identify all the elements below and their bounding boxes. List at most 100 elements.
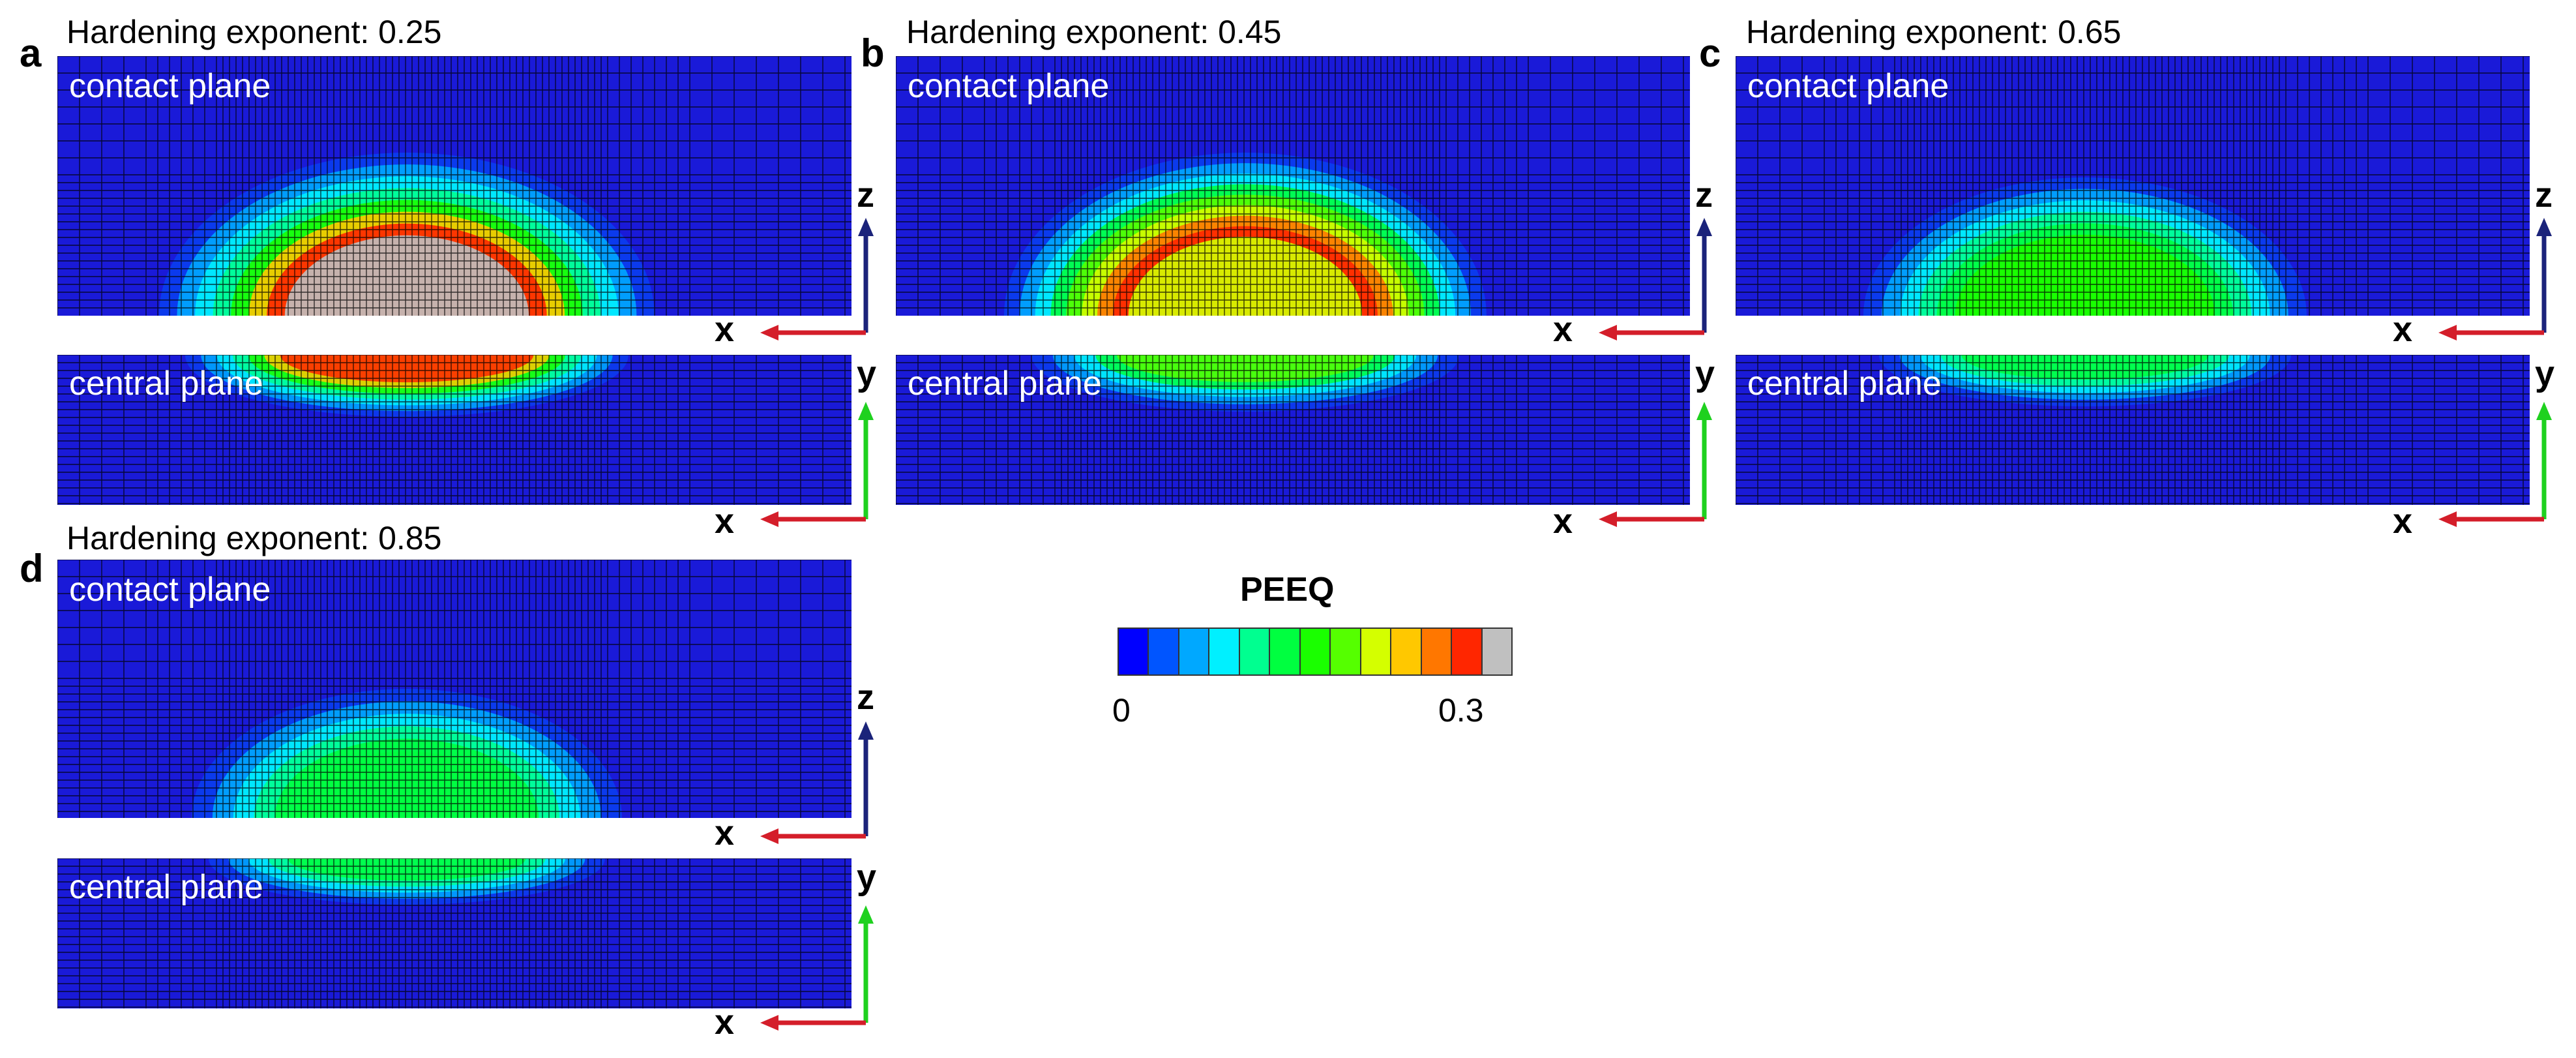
axis-triad-contact — [760, 721, 874, 844]
panel-letter: b — [861, 31, 885, 75]
z-arrow-icon — [1696, 218, 1712, 236]
strain-contour — [295, 751, 518, 818]
mesh-grid — [896, 355, 1690, 505]
contact-plane-field — [57, 560, 851, 818]
strain-contour — [284, 235, 529, 316]
y-axis-label: y — [2535, 354, 2555, 393]
strain-contour — [288, 858, 526, 881]
central-plane-field — [57, 858, 851, 1008]
legend-color-cell — [1391, 629, 1422, 674]
panel-title: Hardening exponent: 0.85 — [67, 520, 442, 556]
legend-color-cell — [1119, 629, 1149, 674]
panel-title: Hardening exponent: 0.65 — [1746, 14, 2122, 50]
panel-letter: a — [20, 31, 42, 75]
z-arrow-icon — [2536, 218, 2552, 236]
axis-triad-central — [760, 905, 874, 1031]
contact-plane-label: contact plane — [908, 67, 1110, 105]
axis-triad-contact — [2438, 218, 2552, 340]
strain-contour — [1961, 355, 2209, 380]
axis-triad-central — [760, 402, 874, 527]
central-plane-field — [1736, 355, 2530, 505]
central-plane-label: central plane — [69, 365, 263, 402]
mesh-grid — [1736, 56, 2530, 316]
contact-plane-label: contact plane — [69, 571, 271, 609]
axis-triad-central — [2438, 402, 2552, 527]
central-plane-field — [896, 355, 1690, 505]
y-arrow-icon — [858, 905, 874, 924]
x-arrow-icon — [2438, 325, 2457, 340]
contact-plane: contact plane — [1736, 56, 2530, 316]
x-axis-label: x — [715, 502, 735, 541]
mesh-grid — [1736, 355, 2530, 505]
legend-max-label: 0.3 — [1438, 692, 1484, 729]
x-arrow-icon — [760, 325, 778, 340]
x-axis-label: x — [715, 813, 735, 853]
z-arrow-icon — [858, 218, 874, 236]
legend-min-label: 0 — [1112, 692, 1131, 729]
mesh-grid — [57, 56, 851, 316]
legend-color-cell — [1209, 629, 1240, 674]
central-plane-label: central plane — [1747, 365, 1942, 402]
contact-plane: contact plane — [57, 56, 851, 316]
central-plane: central plane — [896, 355, 1690, 505]
axis-triad-contact — [1599, 218, 1712, 340]
strain-contour — [280, 355, 534, 383]
y-axis-label: y — [857, 354, 877, 393]
panel-title: Hardening exponent: 0.25 — [67, 14, 442, 50]
y-arrow-icon — [2536, 402, 2552, 420]
y-arrow-icon — [858, 402, 874, 420]
contact-plane-field — [896, 56, 1690, 316]
legend-color-cell — [1300, 629, 1331, 674]
x-axis-label: x — [715, 310, 735, 349]
axis-triad-contact — [760, 218, 874, 340]
central-plane-field — [57, 355, 851, 505]
mesh-grid — [57, 355, 851, 505]
y-axis-label: y — [857, 858, 877, 897]
contact-plane-label: contact plane — [1747, 67, 1949, 105]
legend-color-cell — [1179, 629, 1210, 674]
mesh-grid — [57, 560, 851, 818]
contact-plane-field — [57, 56, 851, 316]
strain-contour — [1974, 246, 2197, 316]
y-arrow-icon — [1696, 402, 1712, 420]
z-arrow-icon — [858, 721, 874, 740]
panel-title: Hardening exponent: 0.45 — [906, 14, 1282, 50]
z-axis-label: z — [1695, 175, 1713, 215]
legend-color-cell — [1482, 629, 1512, 674]
x-axis-label: x — [2393, 310, 2413, 349]
x-arrow-icon — [760, 828, 778, 844]
legend-color-cell — [1421, 629, 1453, 674]
z-axis-label: z — [2535, 175, 2553, 215]
legend-color-cell — [1149, 629, 1179, 674]
x-axis-label: x — [1553, 310, 1573, 349]
x-axis-label: x — [715, 1003, 735, 1042]
panel-letter: c — [1699, 31, 1721, 75]
mesh-grid — [896, 56, 1690, 316]
x-arrow-icon — [1599, 511, 1617, 527]
mesh-grid — [57, 858, 851, 1008]
central-plane: central plane — [1736, 355, 2530, 505]
y-axis-label: y — [1695, 354, 1715, 393]
axis-triad-central — [1599, 402, 1712, 527]
z-axis-label: z — [857, 678, 874, 717]
central-plane-label: central plane — [69, 868, 263, 906]
x-axis-label: x — [1553, 502, 1573, 541]
legend-color-bar — [1118, 627, 1513, 676]
central-plane: central plane — [57, 355, 851, 505]
panel-letter: d — [20, 547, 44, 590]
x-arrow-icon — [2438, 511, 2457, 527]
contact-plane: contact plane — [57, 560, 851, 818]
legend-color-cell — [1361, 629, 1392, 674]
x-arrow-icon — [760, 1015, 778, 1031]
legend-color-cell — [1270, 629, 1301, 674]
central-plane: central plane — [57, 858, 851, 1008]
x-arrow-icon — [1599, 325, 1617, 340]
contact-plane-field — [1736, 56, 2530, 316]
x-arrow-icon — [760, 511, 778, 527]
legend-color-cell — [1331, 629, 1361, 674]
contact-plane-label: contact plane — [69, 67, 271, 105]
x-axis-label: x — [2393, 502, 2413, 541]
z-axis-label: z — [857, 175, 874, 215]
central-plane-label: central plane — [908, 365, 1102, 402]
legend-title: PEEQ — [1240, 571, 1335, 609]
